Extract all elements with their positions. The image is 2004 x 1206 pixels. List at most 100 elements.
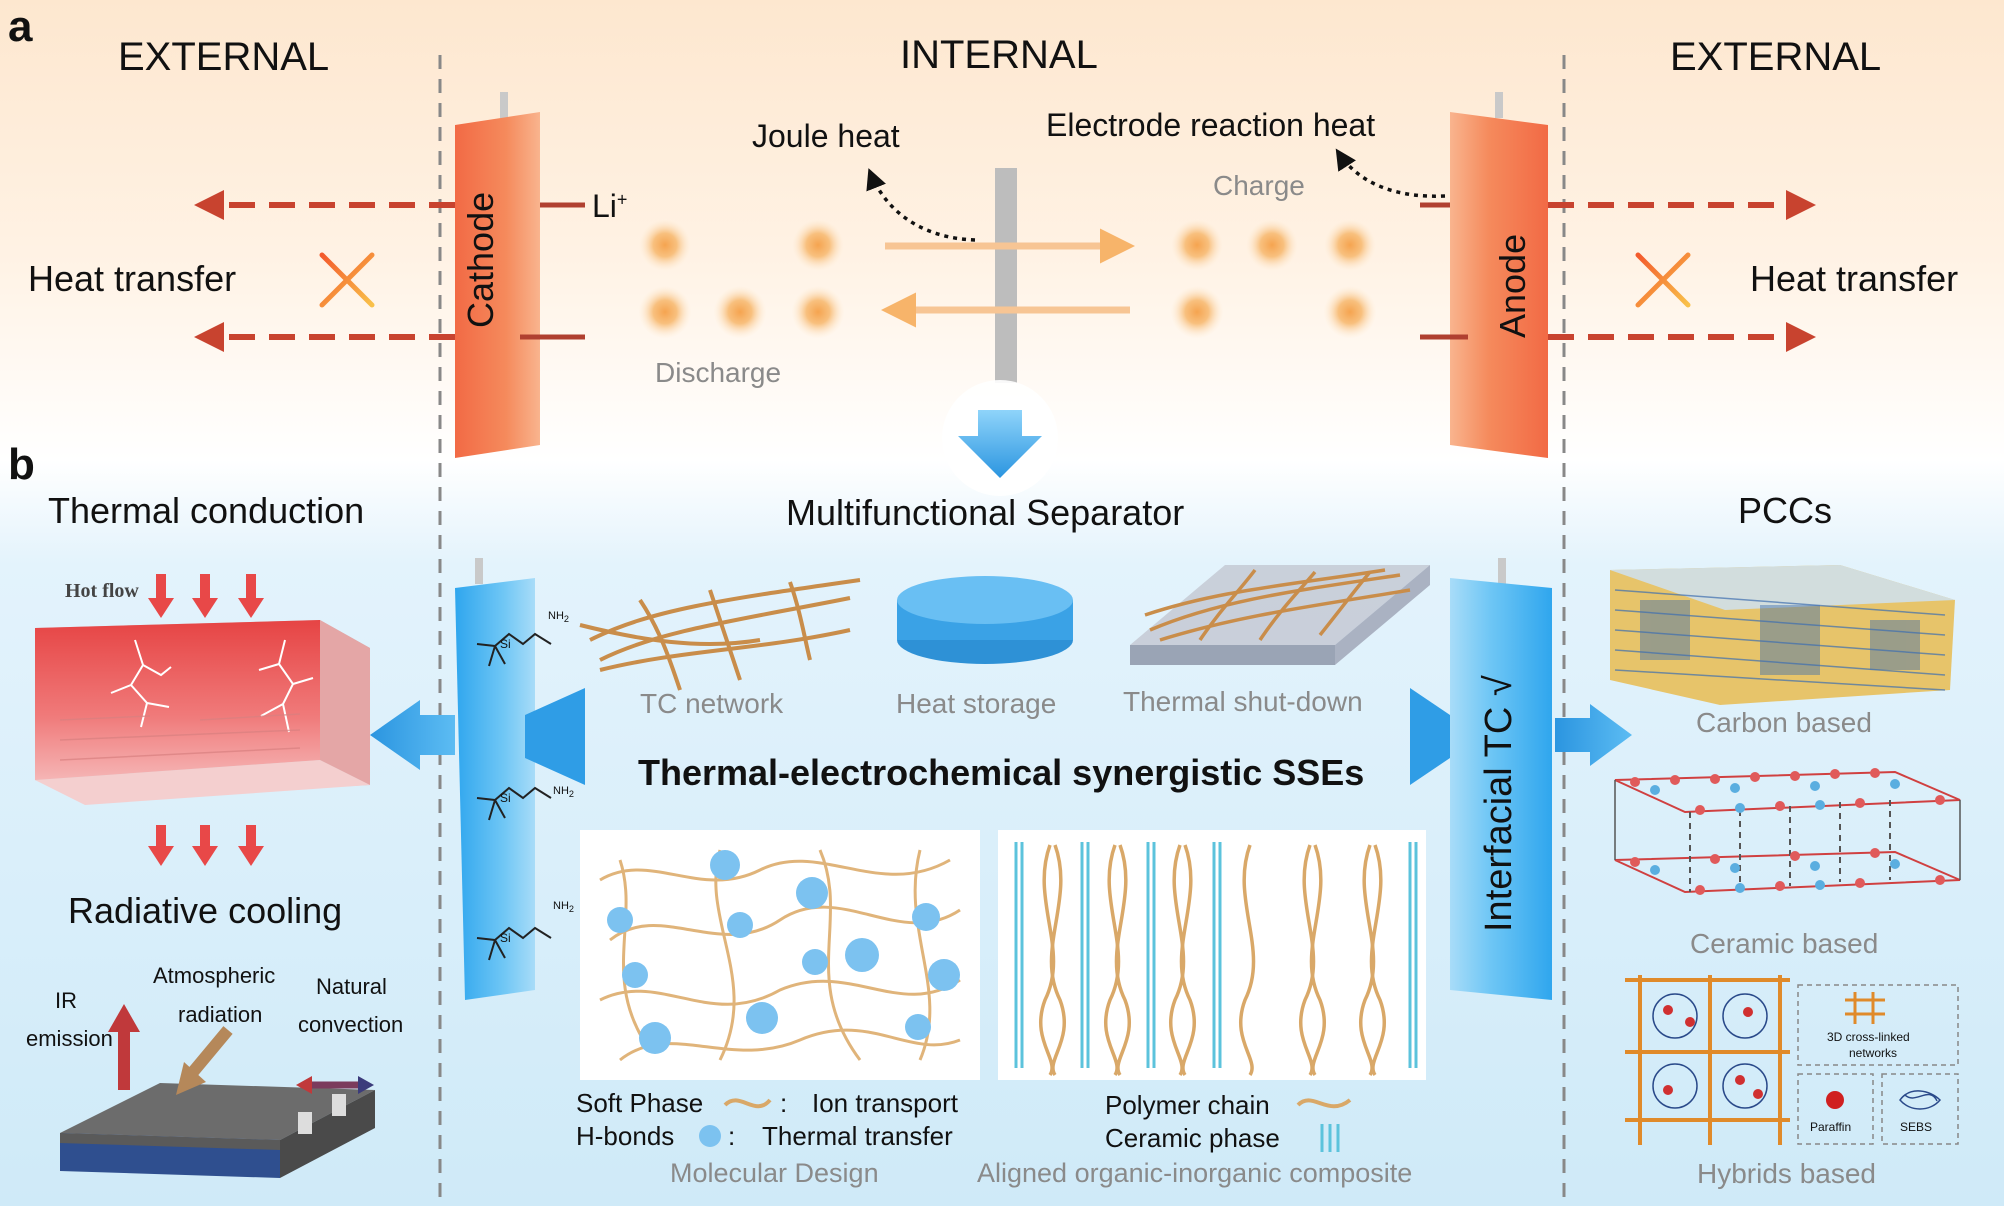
panel-label-b: b xyxy=(8,440,35,489)
heat-storage-illustration xyxy=(897,576,1073,664)
header-external-right: EXTERNAL xyxy=(1670,35,1882,79)
thermal-shutdown-illustration xyxy=(1130,565,1430,665)
separator-bar xyxy=(995,168,1017,383)
arrow-to-conduction xyxy=(370,700,455,770)
left-funnel xyxy=(525,688,585,785)
tc-network-label: TC network xyxy=(640,688,784,719)
header-external-left: EXTERNAL xyxy=(118,35,330,79)
silicon-label-1: Si xyxy=(500,637,511,651)
atmospheric-label-2: radiation xyxy=(178,1002,263,1027)
h-bond-nodes xyxy=(607,850,960,1054)
ceramic-phase-label: Ceramic phase xyxy=(1105,1123,1280,1153)
amine-text-1: NH xyxy=(548,610,564,622)
li-ion-text: Li xyxy=(592,188,617,224)
atmospheric-label-1: Atmospheric xyxy=(153,963,276,988)
heat-transfer-arrows-left xyxy=(194,190,455,352)
li-ion-label: Li+ xyxy=(592,188,627,225)
blue-cathode xyxy=(455,558,535,1000)
natural-label-1: Natural xyxy=(316,974,387,999)
blue-anode xyxy=(1450,558,1552,1000)
heat-transfer-arrows-right xyxy=(1548,190,1816,352)
thermal-shutdown-label: Thermal shut-down xyxy=(1123,686,1363,717)
joule-heat-arrow xyxy=(866,168,976,242)
ir-emission-label-1: IR xyxy=(55,988,77,1013)
thermal-transfer-label: Thermal transfer xyxy=(762,1121,953,1151)
legend-soft-phase-symbol xyxy=(723,1098,772,1109)
hot-flow-arrows-bottom xyxy=(148,825,264,866)
amine-sub-3: 2 xyxy=(568,904,574,915)
multifunctional-separator-title: Multifunctional Separator xyxy=(786,492,1185,533)
amine-text-2: NH xyxy=(553,785,569,797)
electrode-reaction-heat-label: Electrode reaction heat xyxy=(1046,107,1376,143)
amine-sub-1: 2 xyxy=(563,614,569,625)
heat-storage-label: Heat storage xyxy=(896,688,1057,719)
cathode-electrode xyxy=(455,92,540,458)
blocked-x-left xyxy=(319,252,375,308)
cross-linked-label-1: 3D cross-linked xyxy=(1827,1030,1910,1044)
thermal-conduction-title: Thermal conduction xyxy=(48,490,365,531)
down-arrow xyxy=(942,380,1058,496)
arrow-to-pccs xyxy=(1555,704,1632,766)
silicon-label-3: Si xyxy=(500,931,511,945)
interfacial-tc-text: Interfacial TC xyxy=(1478,706,1520,932)
radiative-cooling-device xyxy=(60,1004,375,1178)
conduction-slab xyxy=(35,620,370,805)
cathode-label: Cathode xyxy=(460,191,501,328)
legend-ceramic-symbol xyxy=(1320,1124,1340,1152)
sebs-icon xyxy=(1899,1090,1942,1110)
li-ions xyxy=(639,219,1376,338)
hot-flow-arrows-top xyxy=(148,574,264,618)
ceramic-lines xyxy=(1014,842,1418,1068)
header-internal: INTERNAL xyxy=(900,33,1098,77)
hybrids-based-label: Hybrids based xyxy=(1697,1158,1876,1189)
ion-transport-label: Ion transport xyxy=(812,1088,958,1118)
colon-1: : xyxy=(780,1088,788,1118)
sebs-label: SEBS xyxy=(1900,1120,1933,1134)
aligned-composite-label: Aligned organic-inorganic composite xyxy=(977,1158,1413,1188)
amine-text-3: NH xyxy=(553,900,569,912)
aligned-composite-panel xyxy=(998,830,1426,1080)
discharge-label: Discharge xyxy=(655,357,782,388)
legend-hbond-symbol xyxy=(699,1125,721,1147)
colon-2: : xyxy=(728,1121,736,1151)
soft-phase-label: Soft Phase xyxy=(576,1088,704,1118)
anode-electrode xyxy=(1450,92,1548,458)
blocked-x-right xyxy=(1635,252,1691,308)
ceramic-based-label: Ceramic based xyxy=(1690,928,1879,959)
anode-label: Anode xyxy=(1492,233,1533,338)
interfacial-tc-label: Interfacial TC √ xyxy=(1478,675,1521,932)
polymer-chain-label: Polymer chain xyxy=(1105,1090,1270,1120)
legend-polymer-symbol xyxy=(1296,1098,1352,1109)
amine-label-1: NH2 xyxy=(548,610,569,624)
silane-molecules xyxy=(476,632,552,961)
panel-label-a: a xyxy=(8,2,33,51)
carbon-based-illustration xyxy=(1610,565,1955,705)
cross-linked-label-2: networks xyxy=(1849,1046,1898,1060)
ir-emission-label-2: emission xyxy=(26,1026,113,1051)
charge-label: Charge xyxy=(1213,170,1305,201)
paraffin-label: Paraffin xyxy=(1810,1120,1852,1134)
heat-transfer-left-label: Heat transfer xyxy=(28,258,237,299)
li-ion-charge: + xyxy=(616,189,628,210)
tc-network-illustration xyxy=(579,578,861,691)
h-bonds-label: H-bonds xyxy=(576,1121,675,1151)
molecular-design-label: Molecular Design xyxy=(670,1158,879,1188)
hybrids-based-illustration xyxy=(1625,975,1959,1145)
carbon-based-label: Carbon based xyxy=(1696,707,1872,738)
joule-heat-label: Joule heat xyxy=(752,118,900,154)
radiative-cooling-title: Radiative cooling xyxy=(68,890,343,931)
paraffin-icon xyxy=(1826,1091,1844,1109)
reaction-heat-arrow xyxy=(1335,148,1446,198)
right-funnel xyxy=(1410,688,1450,785)
amine-sub-2: 2 xyxy=(568,789,574,800)
synergistic-sses-title: Thermal-electrochemical synergistic SSEs xyxy=(638,752,1365,793)
pccs-title: PCCs xyxy=(1738,490,1833,531)
polymer-chains xyxy=(1038,844,1387,1076)
hot-flow-label: Hot flow xyxy=(65,580,139,602)
natural-label-2: convection xyxy=(298,1012,404,1037)
amine-label-2: NH2 xyxy=(553,785,574,799)
amine-label-3: NH2 xyxy=(553,900,574,914)
ceramic-based-illustration xyxy=(1614,768,1961,895)
silicon-label-2: Si xyxy=(500,791,511,805)
